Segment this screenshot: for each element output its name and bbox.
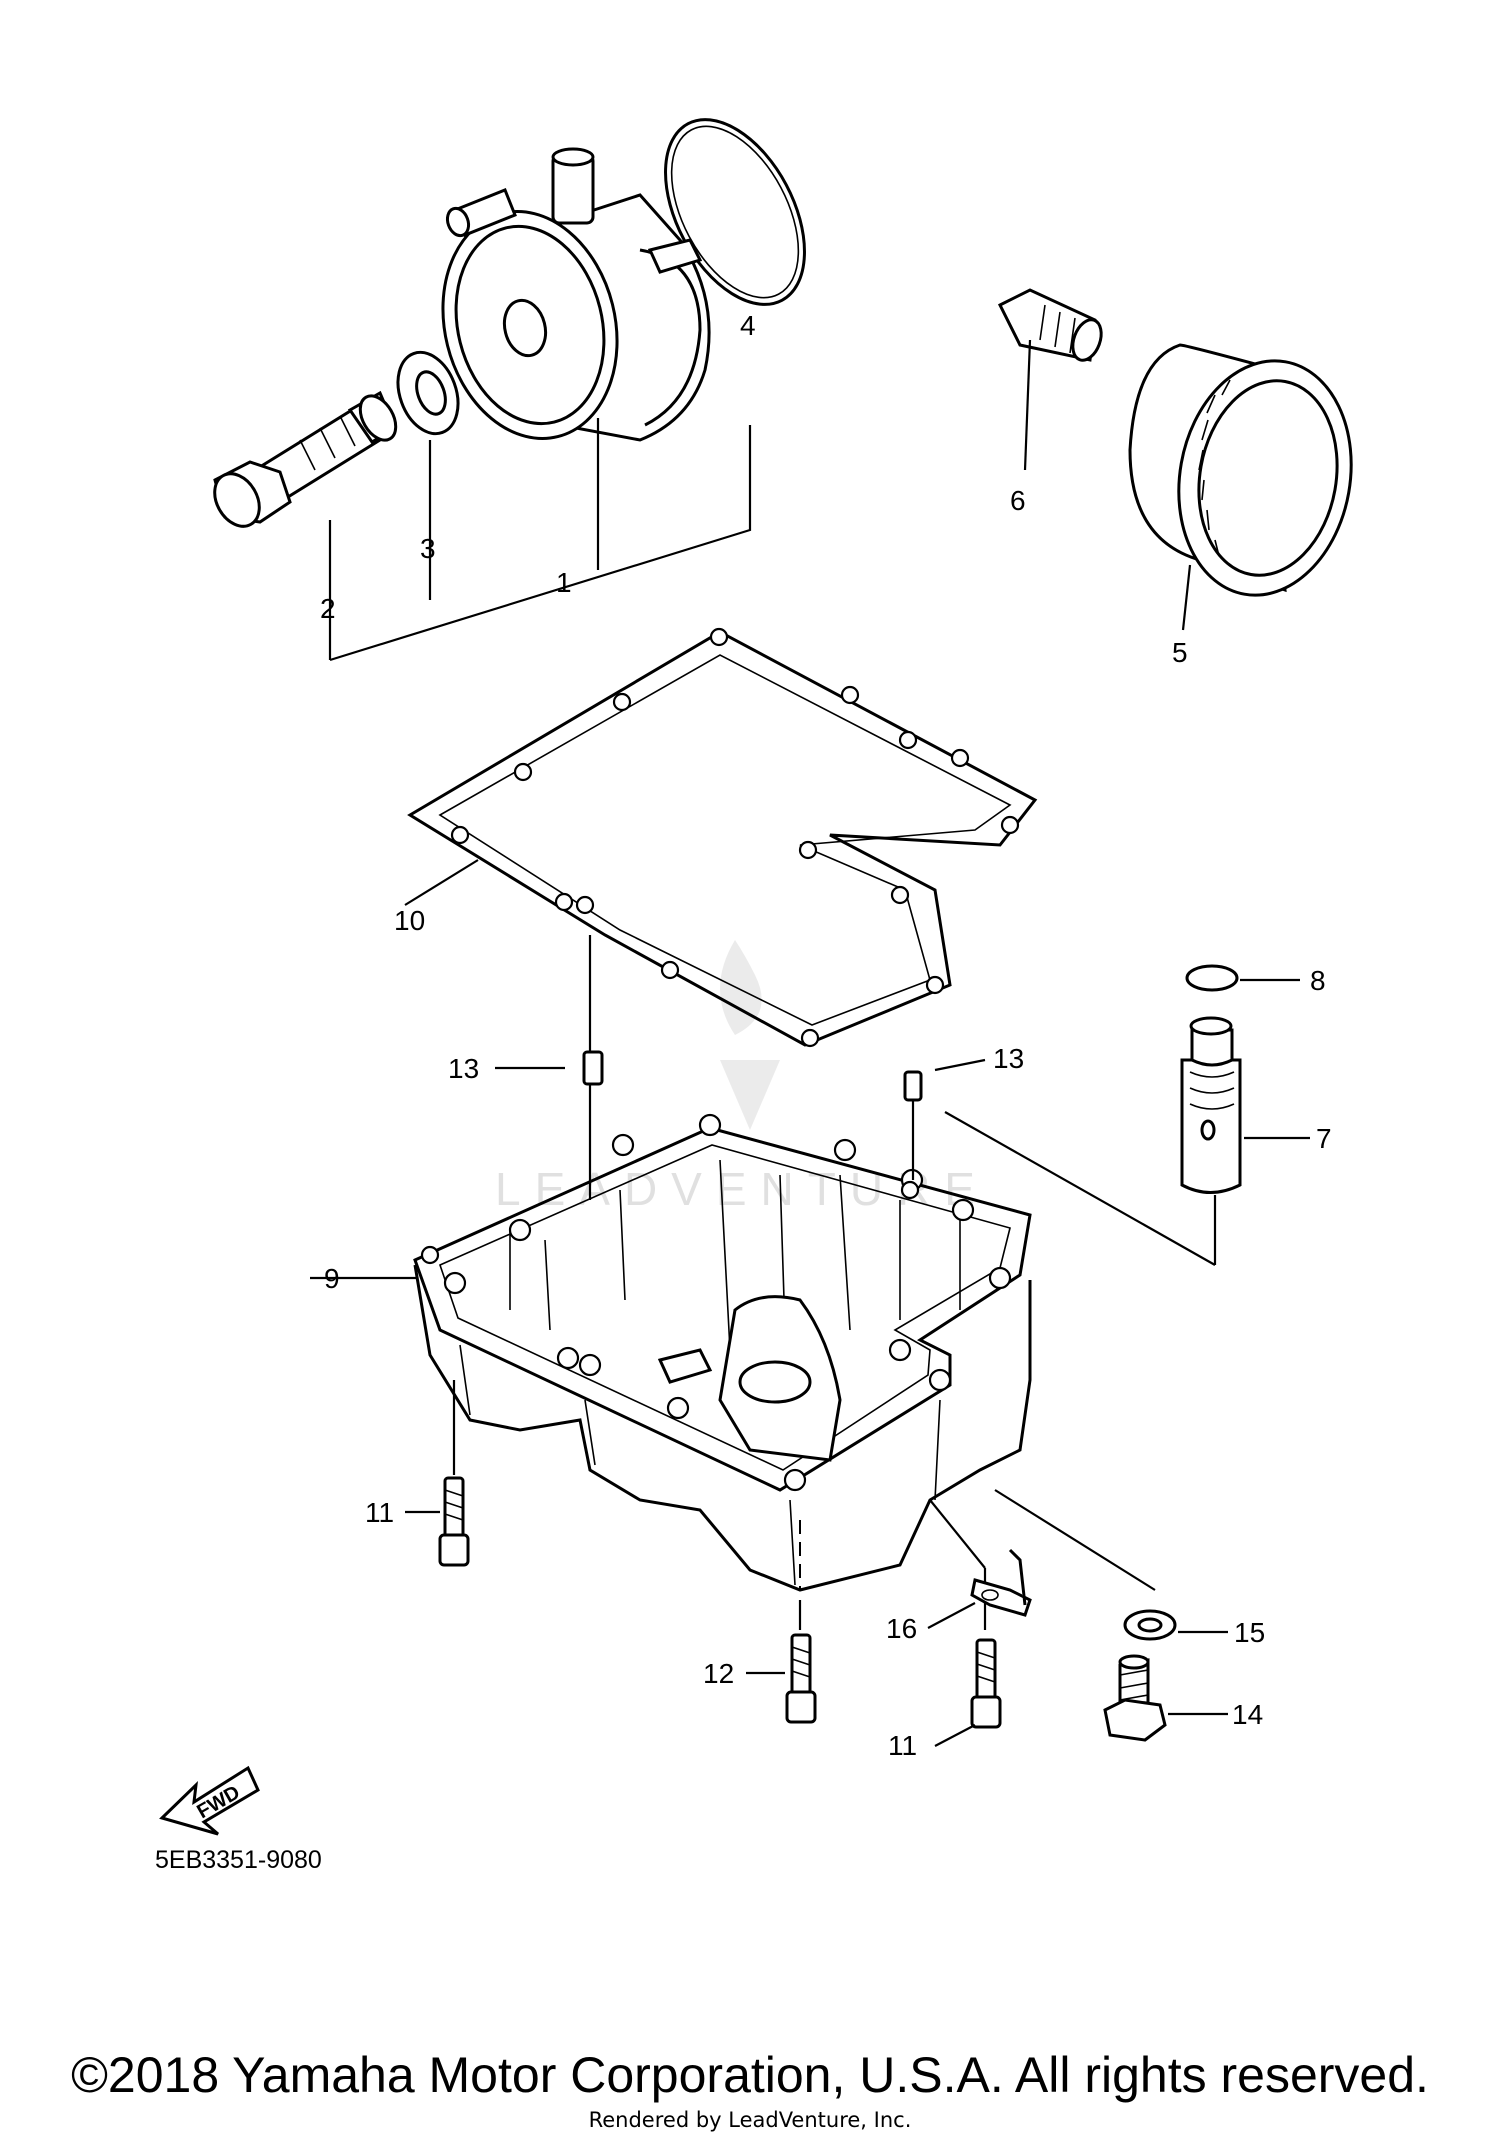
- part-15-washer[interactable]: [1123, 1609, 1228, 1641]
- part-13a-dowel-pin[interactable]: [495, 1050, 604, 1086]
- label-5: 5: [1172, 637, 1188, 668]
- label-12: 12: [703, 1658, 734, 1689]
- guide-lines: [452, 935, 1217, 1630]
- rendered-by-notice: Rendered by LeadVenture, Inc.: [588, 2108, 912, 2132]
- label-13b: 13: [993, 1043, 1024, 1074]
- part-11a-bolt[interactable]: [405, 1476, 470, 1567]
- part-11c-bolt[interactable]: [934, 1638, 1002, 1747]
- part-5-oil-filter[interactable]: [1128, 343, 1369, 631]
- part-9-oil-pan[interactable]: [310, 1113, 1032, 1592]
- part-1-oil-cooler[interactable]: [420, 147, 711, 457]
- label-8: 8: [1310, 965, 1326, 996]
- part-12-bolt[interactable]: [746, 1633, 817, 1724]
- label-14: 14: [1232, 1699, 1263, 1730]
- label-2: 2: [320, 593, 336, 624]
- part-7-pipe[interactable]: [1180, 1016, 1310, 1194]
- label-6: 6: [1010, 485, 1026, 516]
- label-9: 9: [324, 1263, 340, 1294]
- part-8-o-ring[interactable]: [1185, 964, 1300, 992]
- label-4: 4: [740, 310, 756, 341]
- part-6-fitting[interactable]: [997, 288, 1106, 471]
- part-labels: 1 2 3 4 5 6 7 8 9 10 11 11 12 13 13 14 1…: [320, 310, 1332, 1761]
- watermark: LEADVENTURE: [495, 940, 975, 1215]
- diagram-code: 5EB3351-9080: [155, 1846, 322, 1874]
- leader-lines-cooler: [328, 418, 752, 662]
- part-14-drain-plug[interactable]: [1103, 1654, 1228, 1742]
- label-11c: 11: [888, 1730, 917, 1761]
- label-3: 3: [420, 533, 436, 564]
- copyright-notice: ©2018 Yamaha Motor Corporation, U.S.A. A…: [71, 2047, 1429, 2103]
- label-15: 15: [1234, 1617, 1265, 1648]
- label-10: 10: [394, 905, 425, 936]
- label-1: 1: [556, 567, 572, 598]
- part-16-bracket[interactable]: [927, 1548, 1032, 1629]
- label-11a: 11: [365, 1497, 394, 1528]
- label-13a: 13: [448, 1053, 479, 1084]
- part-3-washer[interactable]: [387, 344, 468, 442]
- part-10-gasket[interactable]: [404, 627, 1038, 1048]
- part-13b-dowel-pin[interactable]: [903, 1058, 986, 1102]
- part-4-o-ring[interactable]: [637, 96, 833, 327]
- fwd-arrow: FWD: [159, 1765, 260, 1836]
- part-2-union-bolt[interactable]: [206, 390, 403, 535]
- label-7: 7: [1316, 1123, 1332, 1154]
- label-16: 16: [886, 1613, 917, 1644]
